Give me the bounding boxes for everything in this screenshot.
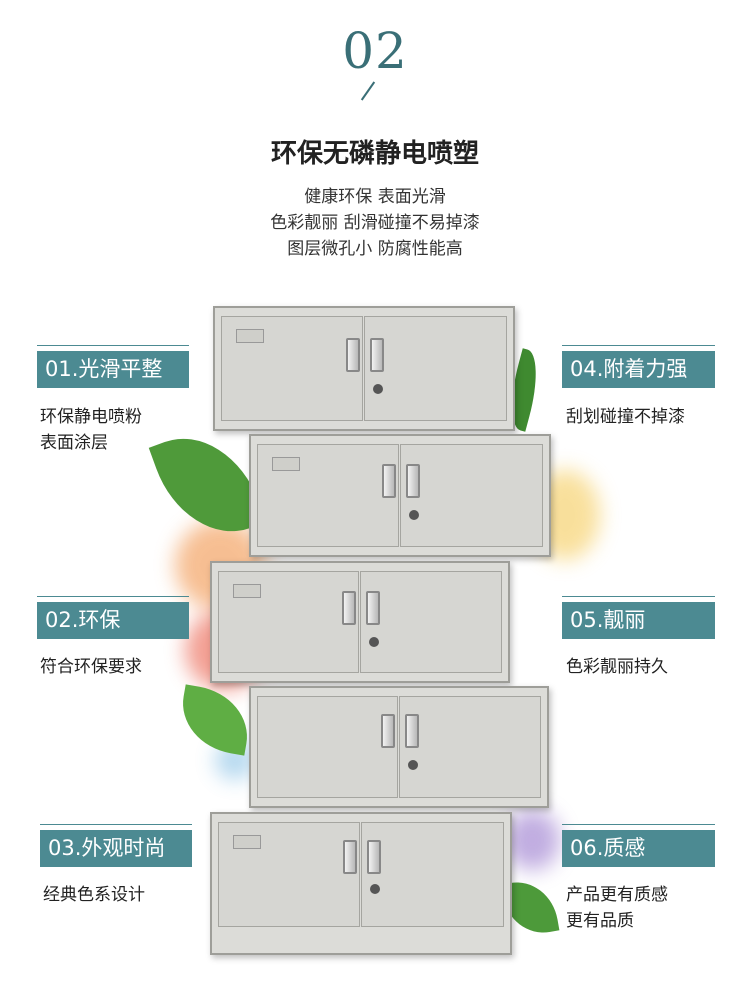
cabinet-2 <box>249 434 551 557</box>
feature-label: 02.环保 <box>37 596 189 639</box>
feature-desc: 符合环保要求 <box>40 654 142 680</box>
divider <box>37 345 189 346</box>
cabinet-3 <box>210 561 510 683</box>
lock-icon <box>369 637 379 647</box>
feature-desc: 刮划碰撞不掉漆 <box>566 404 685 430</box>
handle-icon <box>406 464 420 498</box>
decorative-slash <box>360 81 376 101</box>
feature-label: 01.光滑平整 <box>37 345 189 388</box>
lock-icon <box>373 384 383 394</box>
divider <box>562 596 715 597</box>
feature-desc-line: 环保静电喷粉 <box>40 407 142 427</box>
feature-label-text: 03.外观时尚 <box>48 836 166 860</box>
feature-desc: 经典色系设计 <box>43 882 145 908</box>
feature-desc: 环保静电喷粉表面涂层 <box>40 404 142 456</box>
lock-icon <box>370 884 380 894</box>
label-slot-icon <box>272 457 300 471</box>
cabinet-door <box>221 316 363 421</box>
subtitle-line: 图层微孔小 防腐性能高 <box>287 239 463 259</box>
cabinet-door <box>400 444 543 547</box>
label-slot-icon <box>233 835 261 849</box>
subtitle-line: 健康环保 表面光滑 <box>304 187 446 207</box>
lock-icon <box>409 510 419 520</box>
handle-icon <box>381 714 395 748</box>
divider <box>40 824 192 825</box>
handle-icon <box>405 714 419 748</box>
handle-icon <box>342 591 356 625</box>
feature-label: 06.质感 <box>562 824 715 867</box>
cabinet-door <box>257 444 399 547</box>
cabinet-door <box>360 571 502 673</box>
handle-icon <box>367 840 381 874</box>
cabinet-door <box>218 822 360 927</box>
green-leaf-icon <box>175 684 255 756</box>
page-title: 环保无磷静电喷塑 <box>270 139 479 169</box>
feature-label-text: 04.附着力强 <box>570 357 688 381</box>
divider <box>37 596 189 597</box>
section-number: 02 <box>342 22 408 80</box>
handle-icon <box>366 591 380 625</box>
handle-icon <box>382 464 396 498</box>
divider <box>562 345 715 346</box>
cabinet-door <box>399 696 541 798</box>
cabinet-door <box>364 316 507 421</box>
feature-label: 05.靓丽 <box>562 596 715 639</box>
cabinet-4 <box>249 686 549 808</box>
cabinet-door <box>218 571 359 673</box>
feature-label-text: 01.光滑平整 <box>45 357 163 381</box>
cabinet-door <box>257 696 398 798</box>
handle-icon <box>370 338 384 372</box>
color-splash-purple <box>505 810 560 870</box>
feature-label-text: 02.环保 <box>45 608 121 632</box>
label-slot-icon <box>233 584 261 598</box>
feature-desc-line: 经典色系设计 <box>43 885 145 905</box>
cabinet-5 <box>210 812 512 955</box>
feature-desc-line: 产品更有质感 <box>566 885 668 905</box>
feature-label: 04.附着力强 <box>562 345 715 388</box>
feature-label: 03.外观时尚 <box>40 824 192 867</box>
lock-icon <box>408 760 418 770</box>
handle-icon <box>346 338 360 372</box>
cabinet-1 <box>213 306 515 431</box>
label-slot-icon <box>236 329 264 343</box>
handle-icon <box>343 840 357 874</box>
feature-desc-line: 更有品质 <box>566 911 634 931</box>
feature-desc-line: 表面涂层 <box>40 433 108 453</box>
feature-desc-line: 色彩靓丽持久 <box>566 657 668 677</box>
feature-desc: 产品更有质感更有品质 <box>566 882 668 934</box>
divider <box>562 824 715 825</box>
subtitle-line: 色彩靓丽 刮滑碰撞不易掉漆 <box>270 213 480 233</box>
cabinet-door <box>361 822 504 927</box>
feature-desc: 色彩靓丽持久 <box>566 654 668 680</box>
feature-label-text: 06.质感 <box>570 836 646 860</box>
feature-desc-line: 符合环保要求 <box>40 657 142 677</box>
feature-label-text: 05.靓丽 <box>570 608 646 632</box>
feature-desc-line: 刮划碰撞不掉漆 <box>566 407 685 427</box>
